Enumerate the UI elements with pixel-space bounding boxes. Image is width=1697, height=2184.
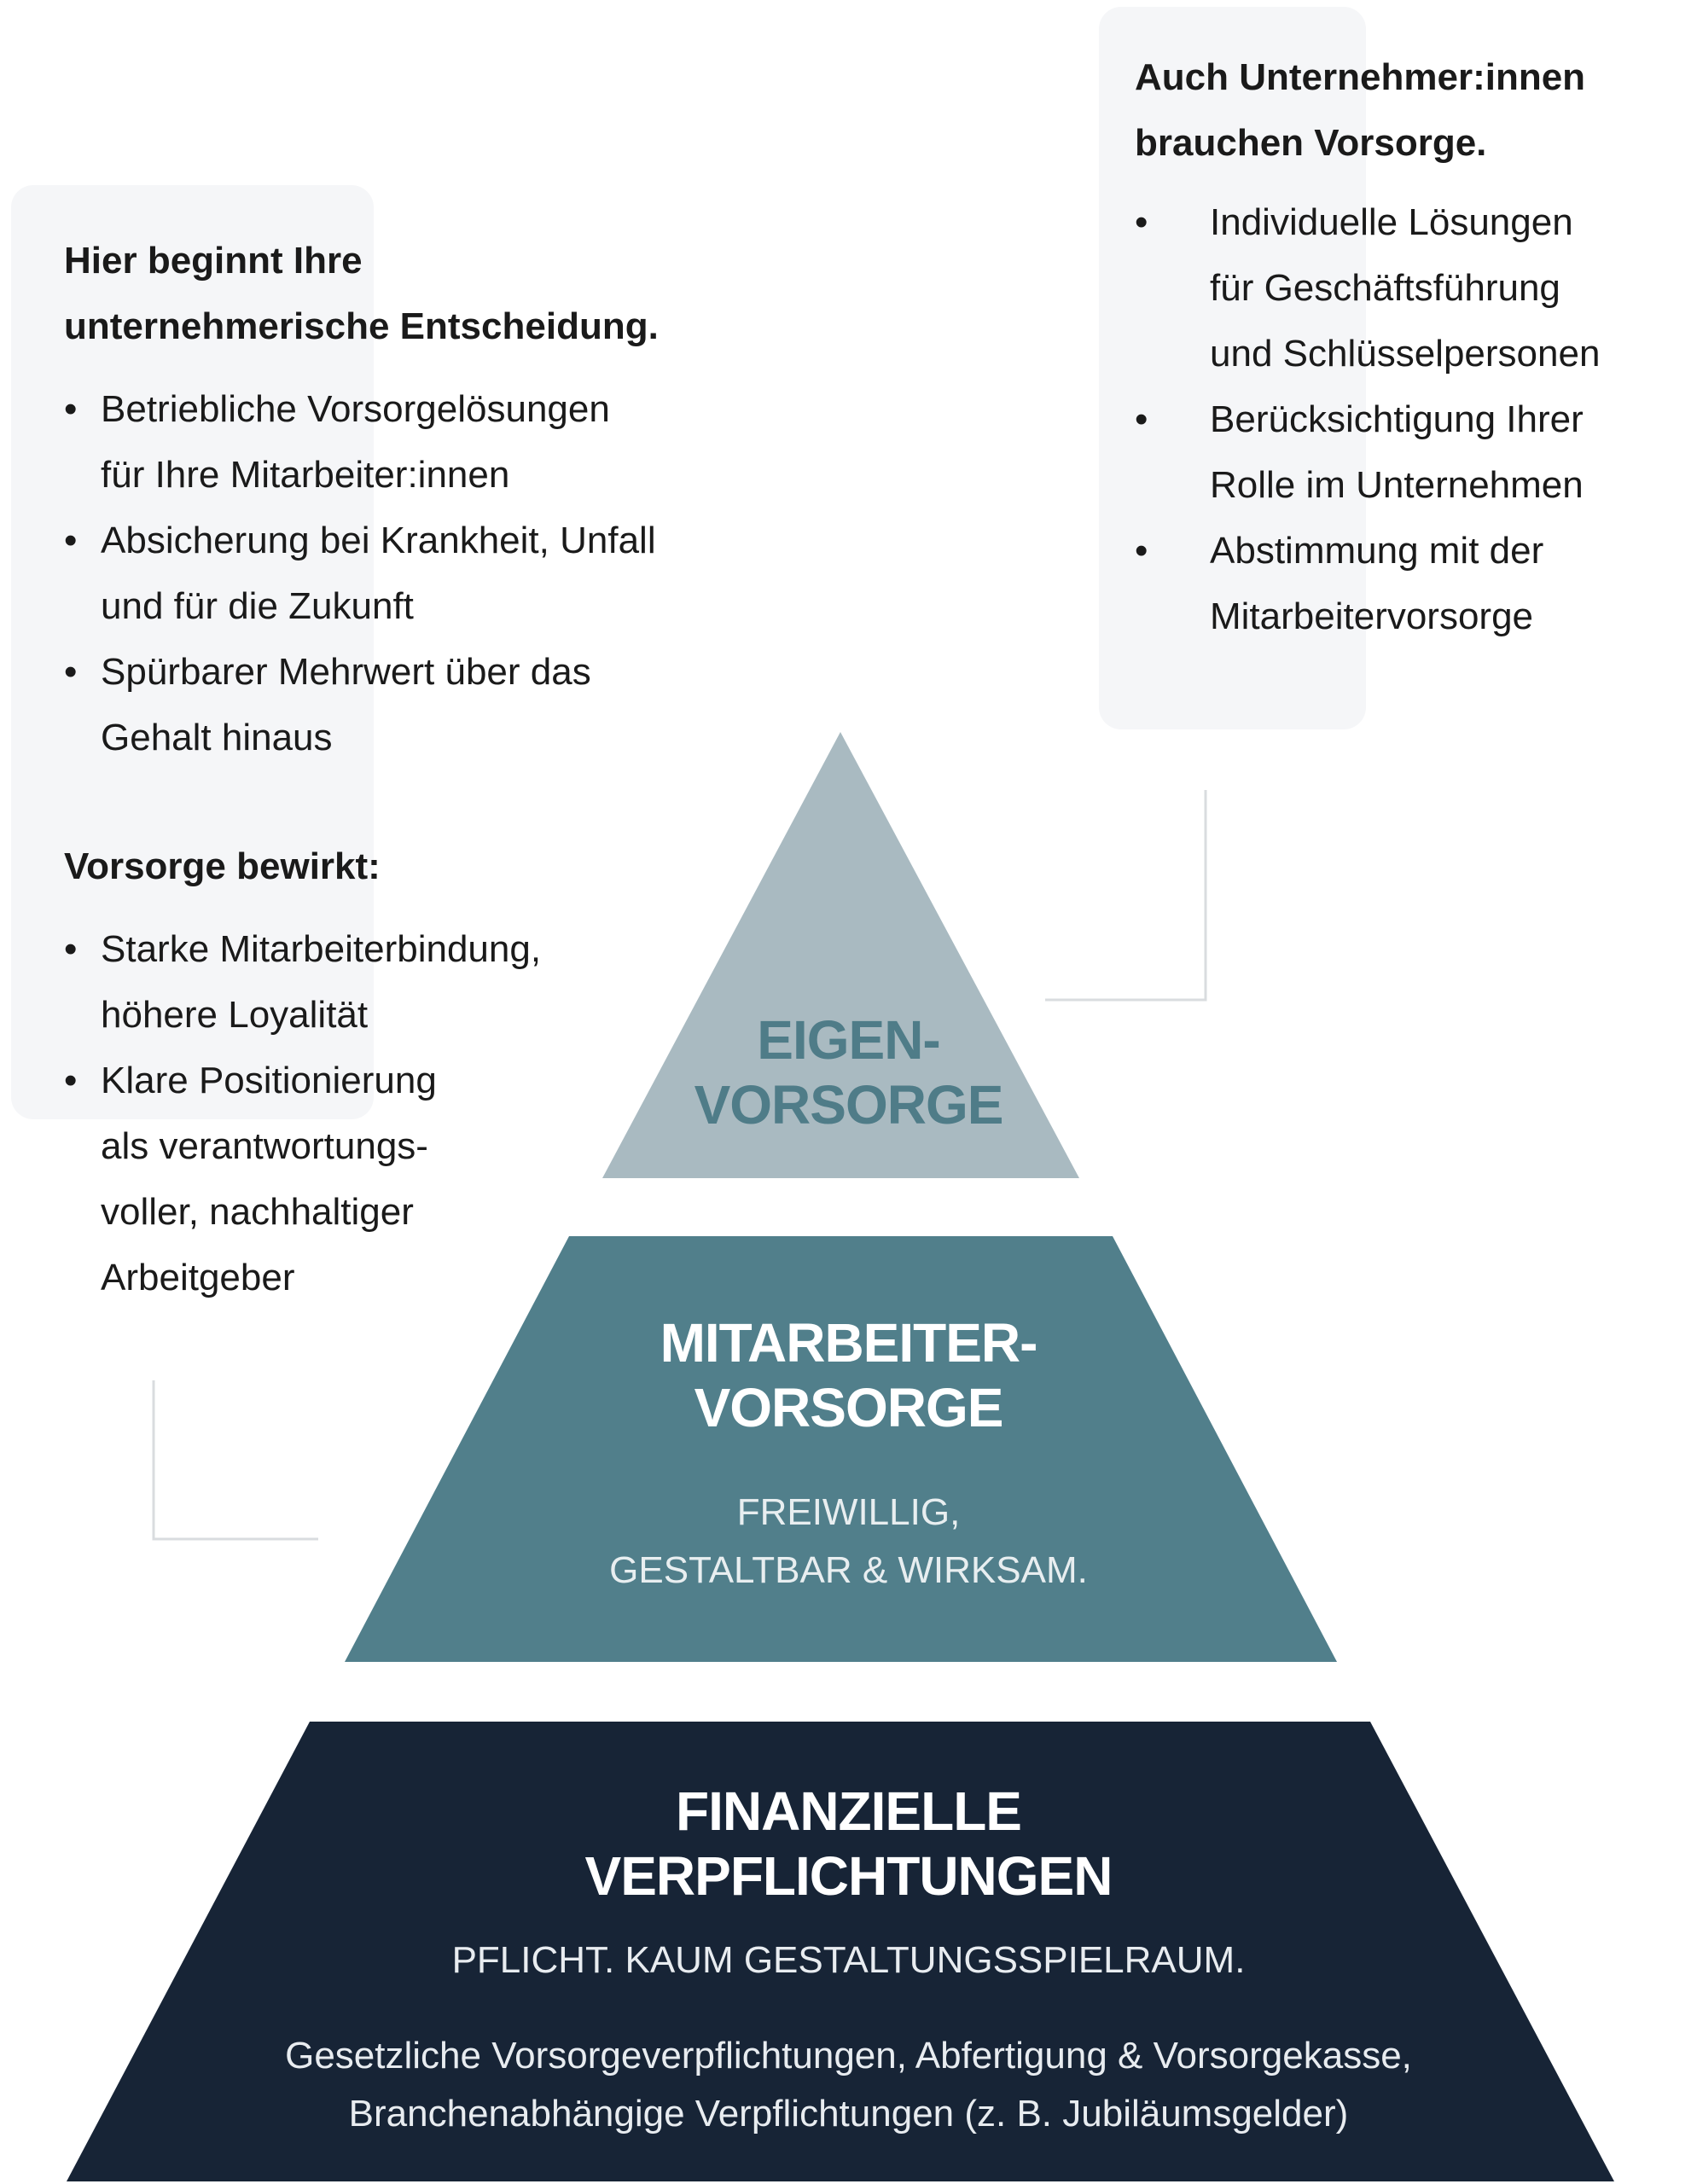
bottom-tier-description: Gesetzliche Vorsorgeverpflichtungen, Abf…	[285, 2035, 1412, 2135]
pyramid-middle-tier	[345, 1236, 1337, 1662]
middle-tier-title: MITARBEITER-VORSORGE	[660, 1312, 1038, 1438]
bottom-tier-subtitle: PFLICHT. KAUM GESTALTUNGSSPIELRAUM.	[451, 1939, 1246, 1981]
left-heading-effects: Vorsorge bewirkt:	[64, 845, 381, 887]
pyramid-bottom-tier	[67, 1722, 1614, 2181]
middle-tier-subtitle: FREIWILLIG,GESTALTBAR & WIRKSAM.	[609, 1491, 1088, 1591]
list-item: Starke Mitarbeiterbindung,höhere Loyalit…	[64, 916, 764, 1048]
left-effects-list: Starke Mitarbeiterbindung,höhere Loyalit…	[64, 916, 764, 1310]
connector-line-left	[152, 1380, 318, 1541]
connector-line-right	[1045, 790, 1207, 1002]
top-tier-title: EIGEN-VORSORGE	[694, 1009, 1004, 1136]
